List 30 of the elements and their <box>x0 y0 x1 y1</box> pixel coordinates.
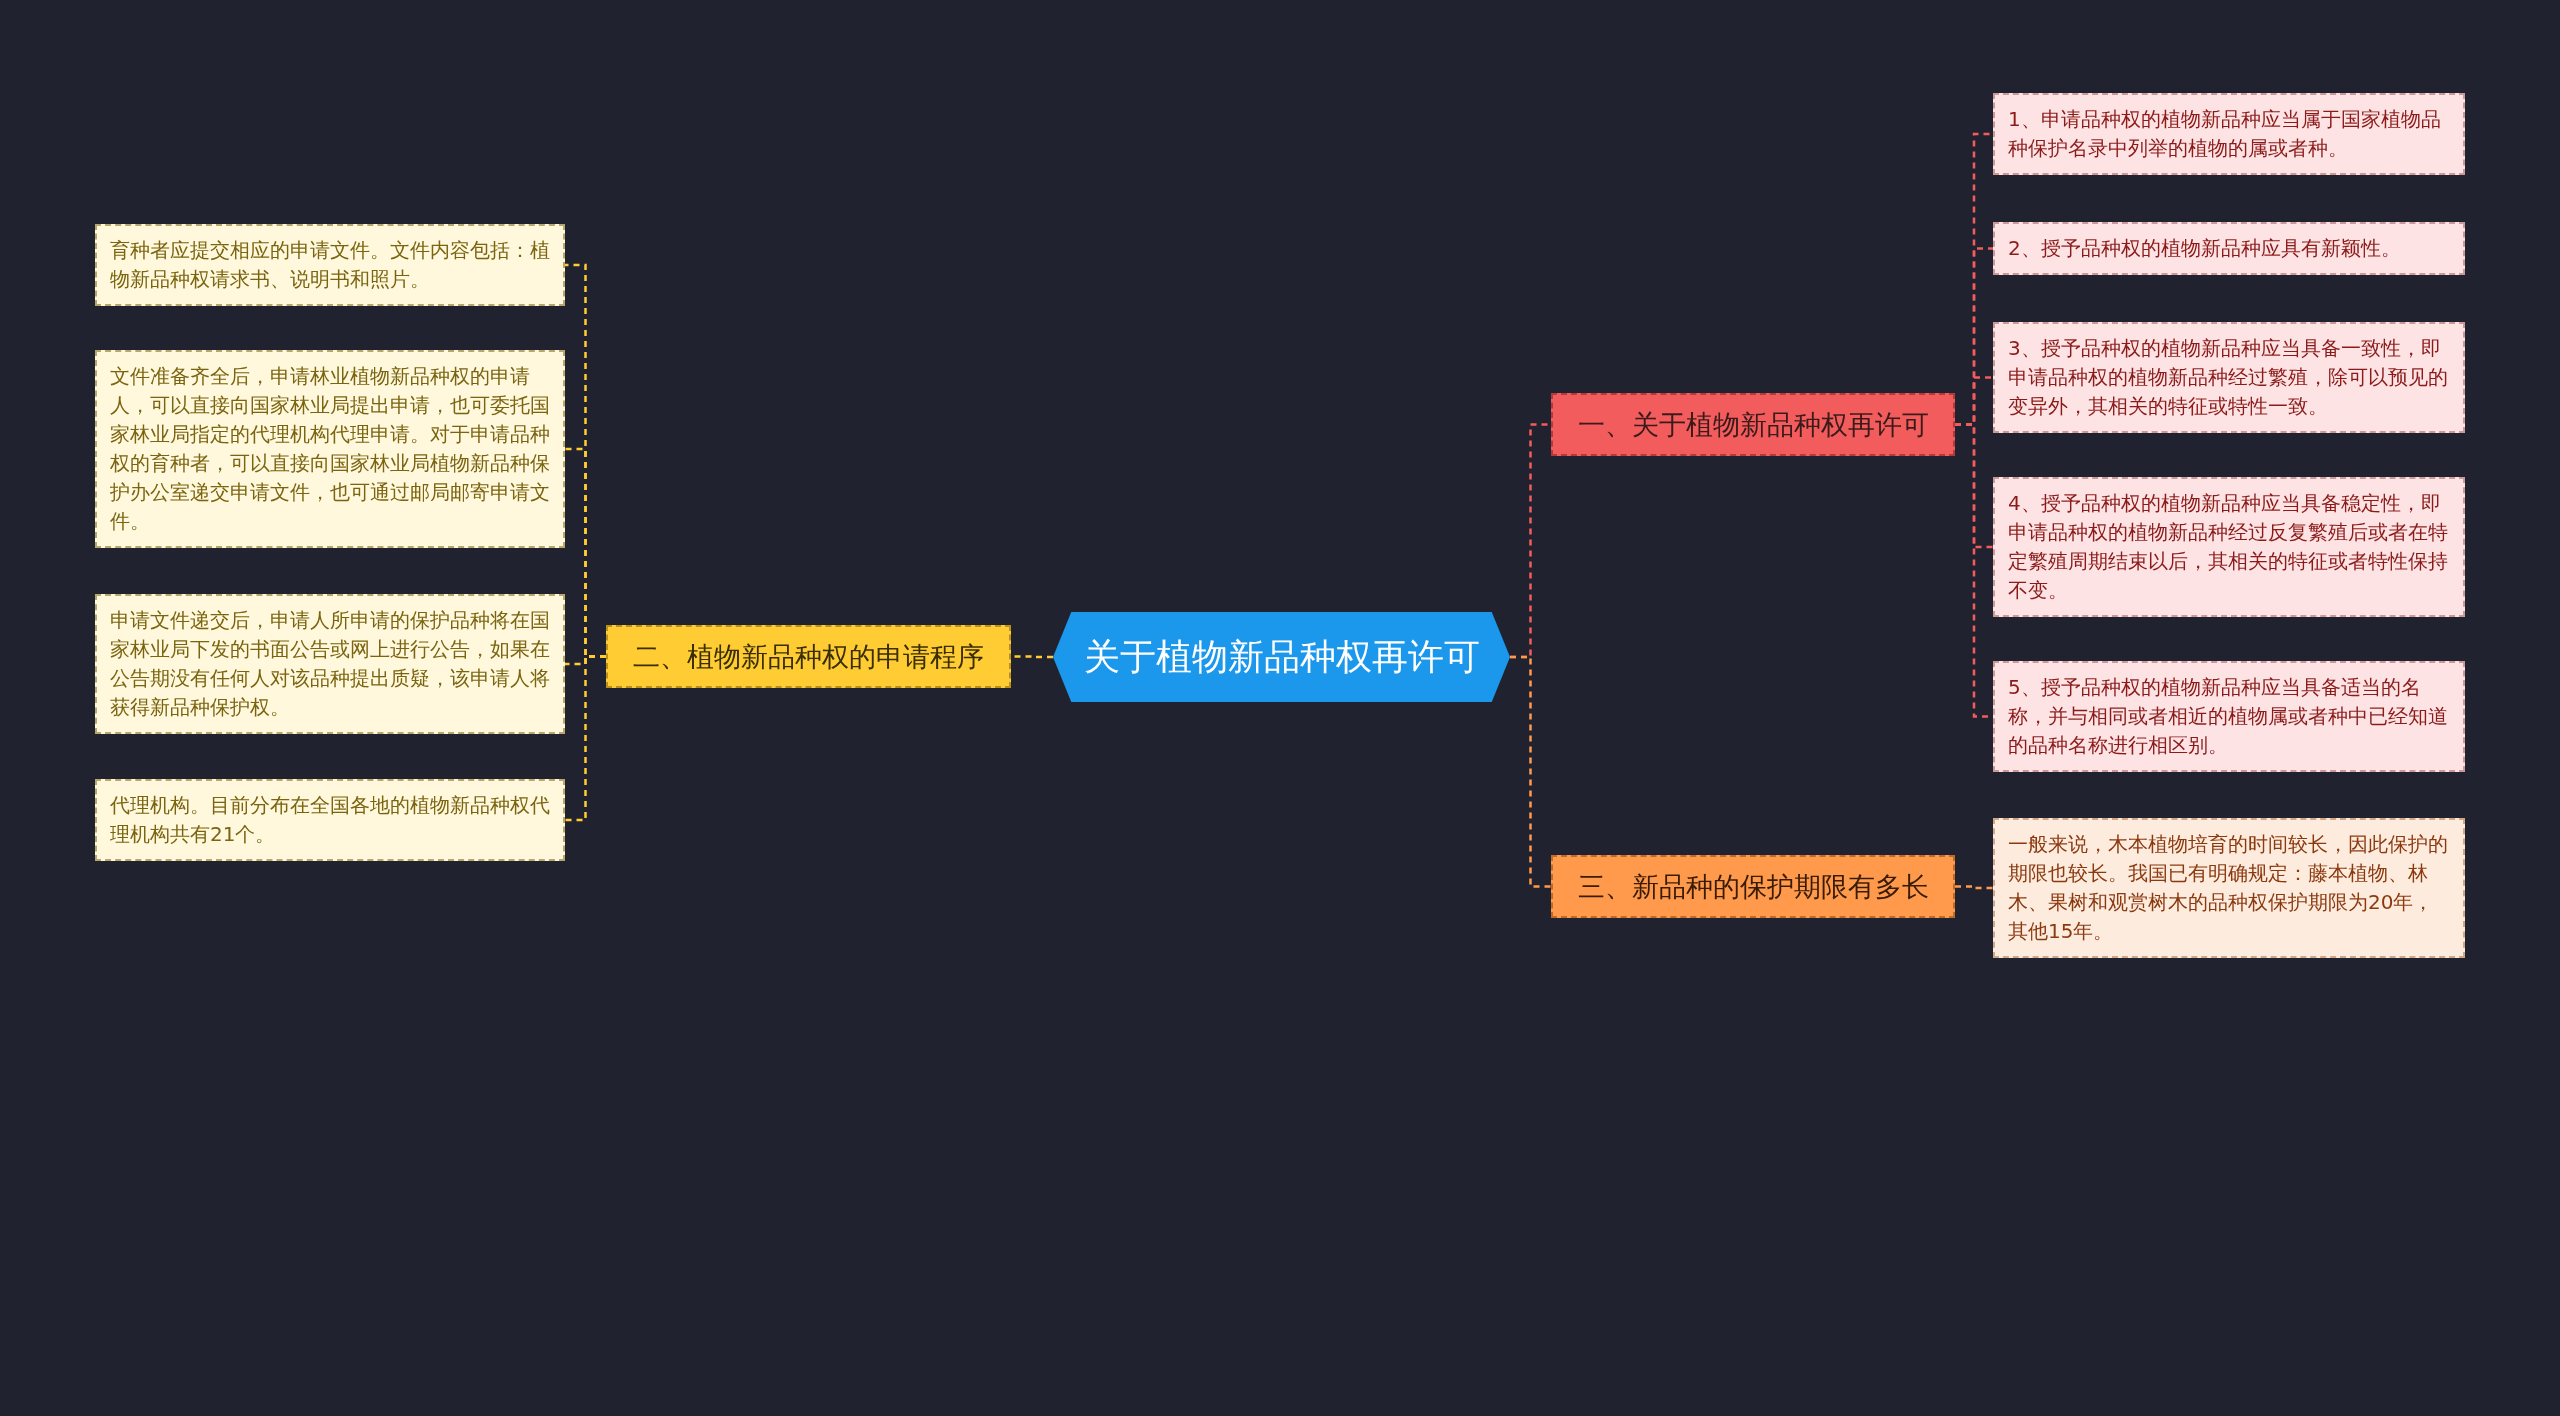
connector-line <box>565 655 606 822</box>
node-text: 文件准备齐全后，申请林业植物新品种权的申请人，可以直接向国家林业局提出申请，也可委托国家林业局指定的代理机构代理申请。对于申请品种权的育种者，可以直接向国家林业局植物新品种保护办公室递交申请文件，也可通过邮局邮寄申请文件。 <box>110 363 550 535</box>
node-text: 一般来说，木本植物培育的时间较长，因此保护的期限也较长。我国已有明确规定：藤本植物、林木、果树和观赏树木的品种权保护期限为20年，其他15年。 <box>2008 831 2449 945</box>
connector-line <box>1955 885 1993 890</box>
node-text: 一、关于植物新品种权再许可 <box>1576 408 1930 442</box>
branch-topic-box <box>606 625 1011 689</box>
node-text: 二、植物新品种权的申请程序 <box>632 640 985 674</box>
node-text: 代理机构。目前分布在全国各地的植物新品种权代理机构共有21个。 <box>110 792 550 848</box>
detail-card <box>95 779 565 861</box>
node-text: 申请文件递交后，申请人所申请的保护品种将在国家林业局下发的书面公告或网上进行公告，如果在公告期没有任何人对该品种提出质疑，该申请人将获得新品种保护权。 <box>110 607 550 721</box>
detail-card <box>1993 222 2465 275</box>
node-text: 3、授予品种权的植物新品种应当具备一致性，即申请品种权的植物新品种经过繁殖，除可以预见的变异外，其相关的特征或特性一致。 <box>2008 335 2449 420</box>
node-text: 2、授予品种权的植物新品种应具有新颖性。 <box>2008 235 2402 262</box>
branch-topic-box <box>1551 855 1955 919</box>
detail-card <box>95 350 565 548</box>
connector-line <box>1510 655 1551 888</box>
detail-card <box>95 594 565 734</box>
detail-card <box>95 224 565 306</box>
node-text: 4、授予品种权的植物新品种应当具备稳定性，即申请品种权的植物新品种经过反复繁殖后或者在特定繁殖周期结束以后，其相关的特征或者特性保持不变。 <box>2008 490 2449 604</box>
node-text: 5、授予品种权的植物新品种应当具备适当的名称，并与相同或者相近的植物属或者种中已经知道的品种名称进行相区别。 <box>2008 674 2449 759</box>
node-text: 育种者应提交相应的申请文件。文件内容包括：植物新品种权请求书、说明书和照片。 <box>110 237 550 293</box>
detail-card <box>1993 477 2465 617</box>
node-text: 三、新品种的保护期限有多长 <box>1576 870 1930 904</box>
node-text: 关于植物新品种权再许可 <box>1082 634 1481 679</box>
node-text: 1、申请品种权的植物新品种应当属于国家植物品种保护名录中列举的植物的属或者种。 <box>2008 106 2442 162</box>
detail-card <box>1993 818 2465 958</box>
detail-card <box>1993 322 2465 433</box>
detail-card <box>1993 661 2465 772</box>
detail-card <box>1993 93 2465 175</box>
branch-topic-box <box>1551 393 1955 457</box>
